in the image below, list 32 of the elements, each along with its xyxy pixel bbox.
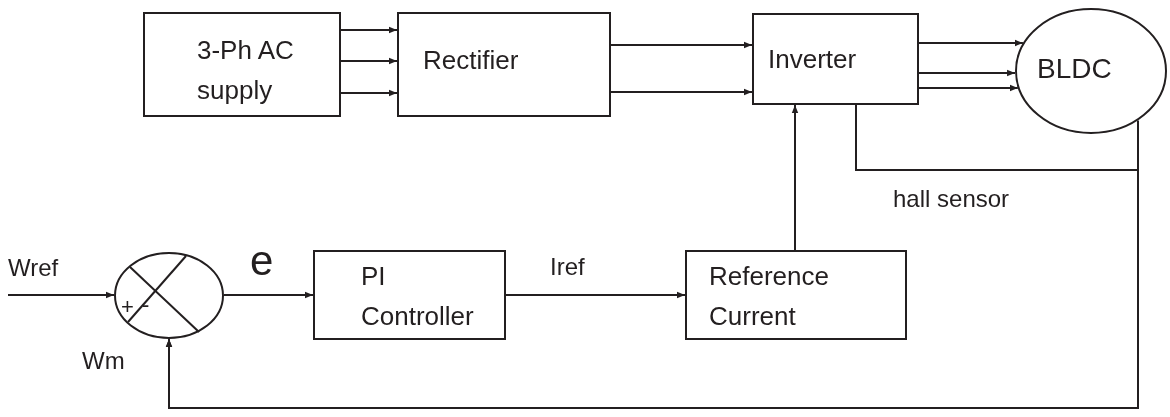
input-label: Wref [8,256,59,280]
summing-junction [114,252,224,339]
box-label: PI Controller [361,260,475,334]
arrow [505,291,686,299]
signal-label: Wm [82,349,125,373]
motor-ellipse [1015,8,1167,134]
edge-label: hall sensor [893,187,1010,211]
motor-label: BLDC [1037,53,1112,85]
process-box [397,12,611,117]
sign-label: - [142,294,150,316]
arrow [340,57,398,65]
arrow [223,291,314,299]
process-box [313,250,506,340]
process-box [685,250,907,340]
arrow [918,84,1019,92]
arrow [918,39,1024,47]
arrow [340,26,398,34]
process-box [143,12,341,117]
arrow [610,88,753,96]
arrow [340,89,398,97]
arrow [791,104,799,251]
arrow [610,41,753,49]
box-label: Rectifier [423,44,520,77]
edge-label: Iref [550,255,585,279]
box-label: Reference Current [709,260,830,334]
box-label: 3-Ph AC supply [197,34,295,108]
arrow [7,291,115,299]
process-box [752,13,919,105]
arrow [918,69,1017,77]
sign-label: + [121,296,134,318]
edge-label: e [250,240,274,282]
box-label: Inverter [768,43,858,76]
